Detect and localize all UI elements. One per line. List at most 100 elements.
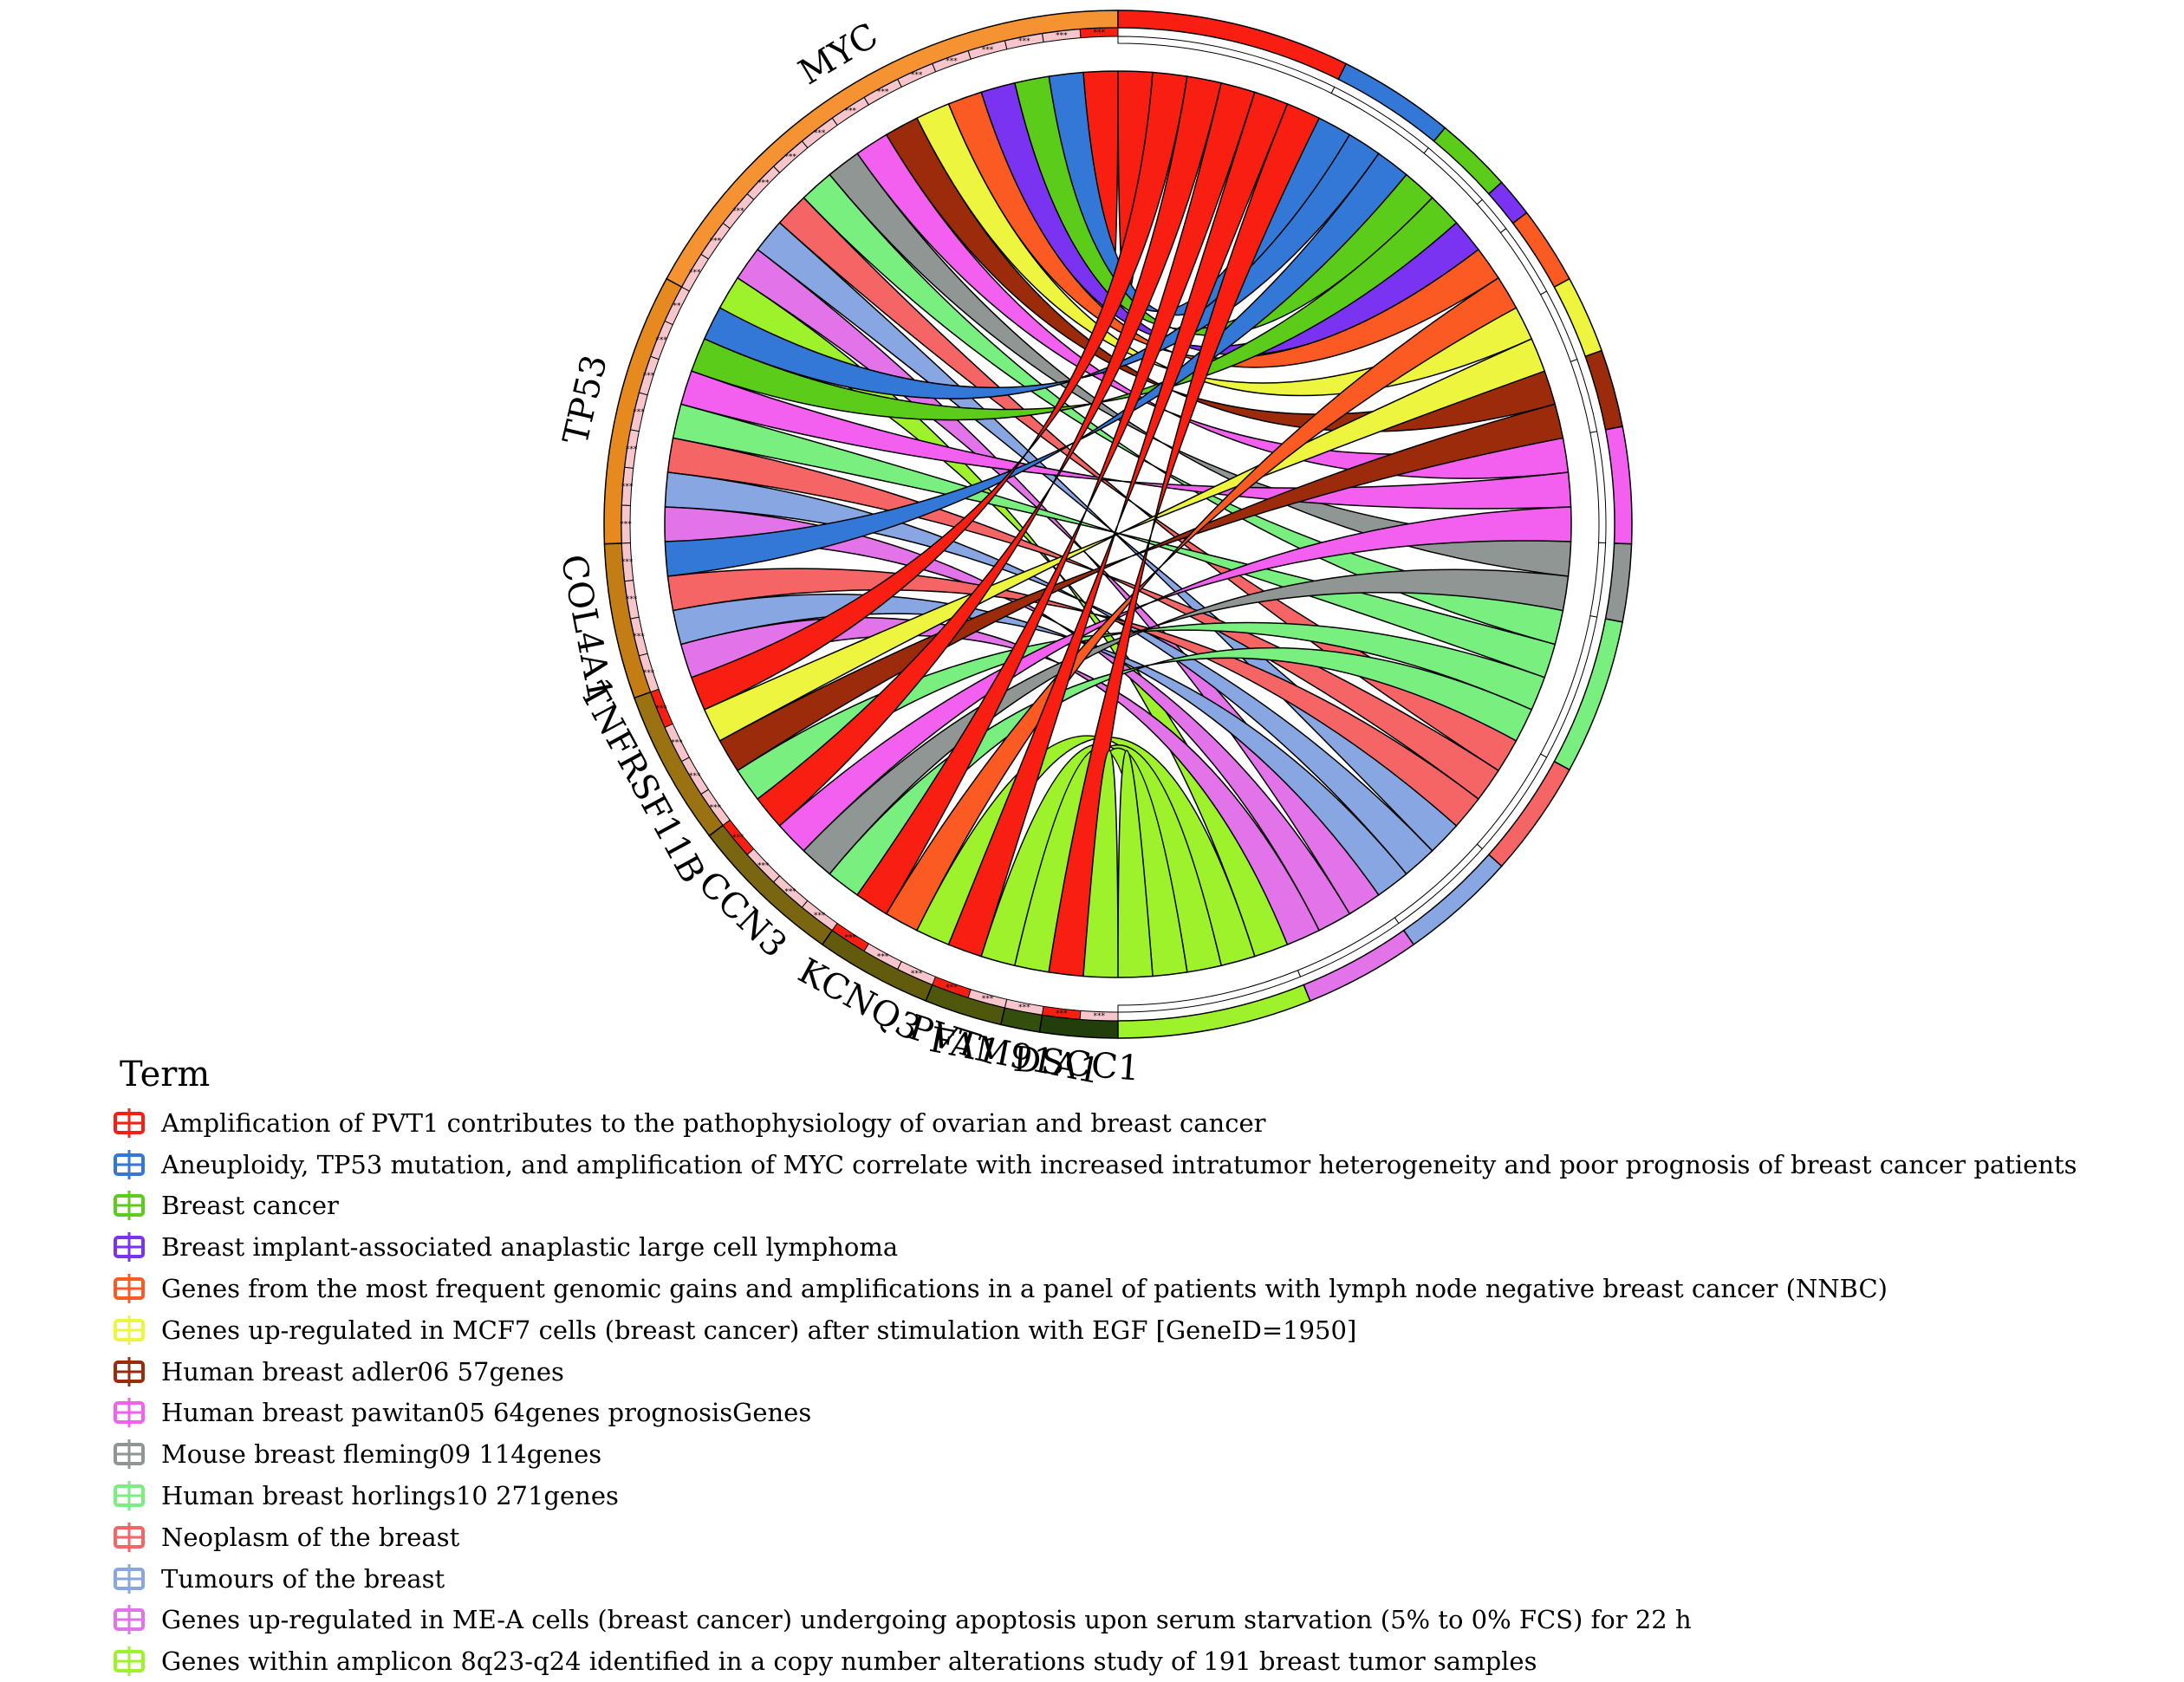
significance-mark: *** [982, 46, 994, 55]
legend-label: Breast implant-associated anaplastic lar… [161, 1232, 899, 1263]
chord-tp53-term-2 [703, 133, 1380, 399]
gene-term-cell [1004, 33, 1044, 50]
significance-mark: *** [633, 408, 645, 417]
legend-label: Neoplasm of the breast [161, 1522, 460, 1552]
gene-term-cell [1041, 29, 1082, 43]
gene-term-cell [621, 542, 634, 582]
legend-label: Genes up-regulated in ME-A cells (breast… [161, 1605, 1692, 1635]
legend-swatch-icon [114, 1646, 145, 1677]
legend-label: Amplification of PVT1 contributes to the… [161, 1107, 1266, 1138]
gene-term-cell [897, 960, 937, 986]
term-inner-ring [1589, 431, 1607, 544]
significance-mark: *** [621, 558, 634, 567]
gene-term-cell [722, 819, 755, 855]
legend-item: Neoplasm of the breast [111, 1516, 2077, 1558]
legend-swatch-icon [114, 1563, 145, 1594]
legend-swatch-icon [114, 1232, 145, 1263]
legend-swatch-icon [114, 1315, 145, 1345]
significance-mark: *** [877, 952, 889, 961]
significance-mark: *** [671, 739, 683, 748]
legend-label: Mouse breast fleming09 114genes [161, 1439, 602, 1470]
significance-mark: *** [1056, 31, 1068, 40]
chord-kcnq3-term-1 [856, 81, 1256, 915]
gene-term-cell [621, 504, 631, 544]
gene-term-cell [629, 616, 648, 657]
gene-term-cell [700, 789, 731, 827]
legend-swatch-icon [114, 1274, 145, 1304]
gene-term-cell [967, 989, 1008, 1009]
gene-term-cell [700, 222, 731, 260]
gene-term-cell [746, 166, 781, 201]
gene-term-cell [932, 50, 972, 73]
significance-mark: *** [710, 237, 722, 246]
chord-ccn3-term-1 [757, 75, 1223, 828]
legend-swatch-icon [114, 1439, 145, 1470]
significance-mark: *** [946, 984, 958, 992]
legend-swatch-icon [114, 1522, 145, 1552]
gene-term-cell [650, 320, 673, 360]
significance-mark: *** [620, 521, 632, 529]
legend-label: Genes within amplicon 8q23-q24 identifie… [161, 1646, 1537, 1677]
legend-swatch-icon [114, 1149, 145, 1179]
gene-term-cell [801, 899, 838, 932]
legend-item: Genes from the most frequent genomic gai… [111, 1268, 2077, 1309]
chord-col4a1-term-13 [679, 617, 1321, 946]
chord-col4a1-term-2 [664, 153, 1407, 577]
significance-mark: *** [655, 705, 667, 713]
chord-tp53-term-10 [672, 403, 1557, 679]
chord-ribbons [664, 70, 1572, 978]
term-sector-6 [1553, 277, 1603, 358]
gene-sectors: *** *** *** *** *** *** *** *** *** *** *** *** *** *… [603, 10, 1119, 1039]
gene-term-cell [624, 429, 640, 469]
significance-mark: *** [814, 129, 826, 138]
legend-swatch-icon [114, 1398, 145, 1428]
legend-label: Human breast pawitan05 64genes prognosis… [161, 1398, 812, 1428]
significance-mark: *** [1093, 29, 1105, 37]
chord-tnfrsf11b-term-10 [736, 621, 1546, 801]
gene-term-cell [664, 286, 691, 326]
term-sector-9 [1604, 542, 1633, 623]
legend-label: Human breast horlings10 271genes [161, 1481, 619, 1511]
significance-mark: *** [845, 107, 857, 116]
significance-mark: *** [710, 803, 722, 812]
gene-term-cell [967, 40, 1008, 60]
legend-label: Breast cancer [161, 1191, 339, 1221]
legend-item: Aneuploidy, TP53 mutation, and amplifica… [111, 1144, 2077, 1185]
legend-swatch-icon [114, 1605, 145, 1635]
gene-term-cell [638, 355, 660, 396]
significance-mark: *** [643, 372, 655, 380]
legend-item: Genes up-regulated in MCF7 cells (breast… [111, 1309, 2077, 1351]
gene-term-cell [621, 466, 634, 506]
gene-term-cell [664, 723, 691, 763]
term-inner-ring [1117, 970, 1302, 1013]
significance-mark: *** [757, 861, 770, 870]
significance-mark: *** [784, 153, 796, 161]
gene-term-cell [746, 847, 781, 883]
significance-mark: *** [1018, 37, 1030, 46]
chord-kcnq3-term-5 [885, 276, 1518, 932]
legend-item: Human breast pawitan05 64genes prognosis… [111, 1393, 2077, 1434]
legend-item: Breast cancer [111, 1185, 2077, 1227]
significance-mark: *** [643, 669, 655, 678]
legend-label: Human breast adler06 57genes [161, 1356, 564, 1387]
gene-term-cell [863, 943, 902, 971]
significance-mark: *** [732, 207, 744, 216]
chord-tnfrsf11b-term-7 [718, 403, 1564, 772]
significance-mark: *** [689, 269, 701, 277]
significance-mark: *** [946, 57, 958, 66]
legend-item: Genes up-regulated in ME-A cells (breast… [111, 1600, 2077, 1641]
legend-item: Human breast adler06 57genes [111, 1351, 2077, 1393]
significance-mark: *** [814, 912, 826, 920]
significance-mark: *** [732, 834, 744, 842]
chord-tp53-term-13 [664, 506, 1351, 932]
legend-item: Breast implant-associated anaplastic lar… [111, 1226, 2077, 1268]
gene-term-cell [831, 922, 869, 952]
gene-label-dscc1: DSCC1 [1012, 1040, 1141, 1089]
gene-term-cell [680, 253, 710, 292]
significance-mark: *** [621, 483, 634, 491]
legend-item: Amplification of PVT1 contributes to the… [111, 1102, 2077, 1144]
legend-label: Genes up-regulated in MCF7 cells (breast… [161, 1315, 1357, 1345]
gene-term-cell [831, 96, 869, 127]
legend-swatch-icon [114, 1191, 145, 1221]
